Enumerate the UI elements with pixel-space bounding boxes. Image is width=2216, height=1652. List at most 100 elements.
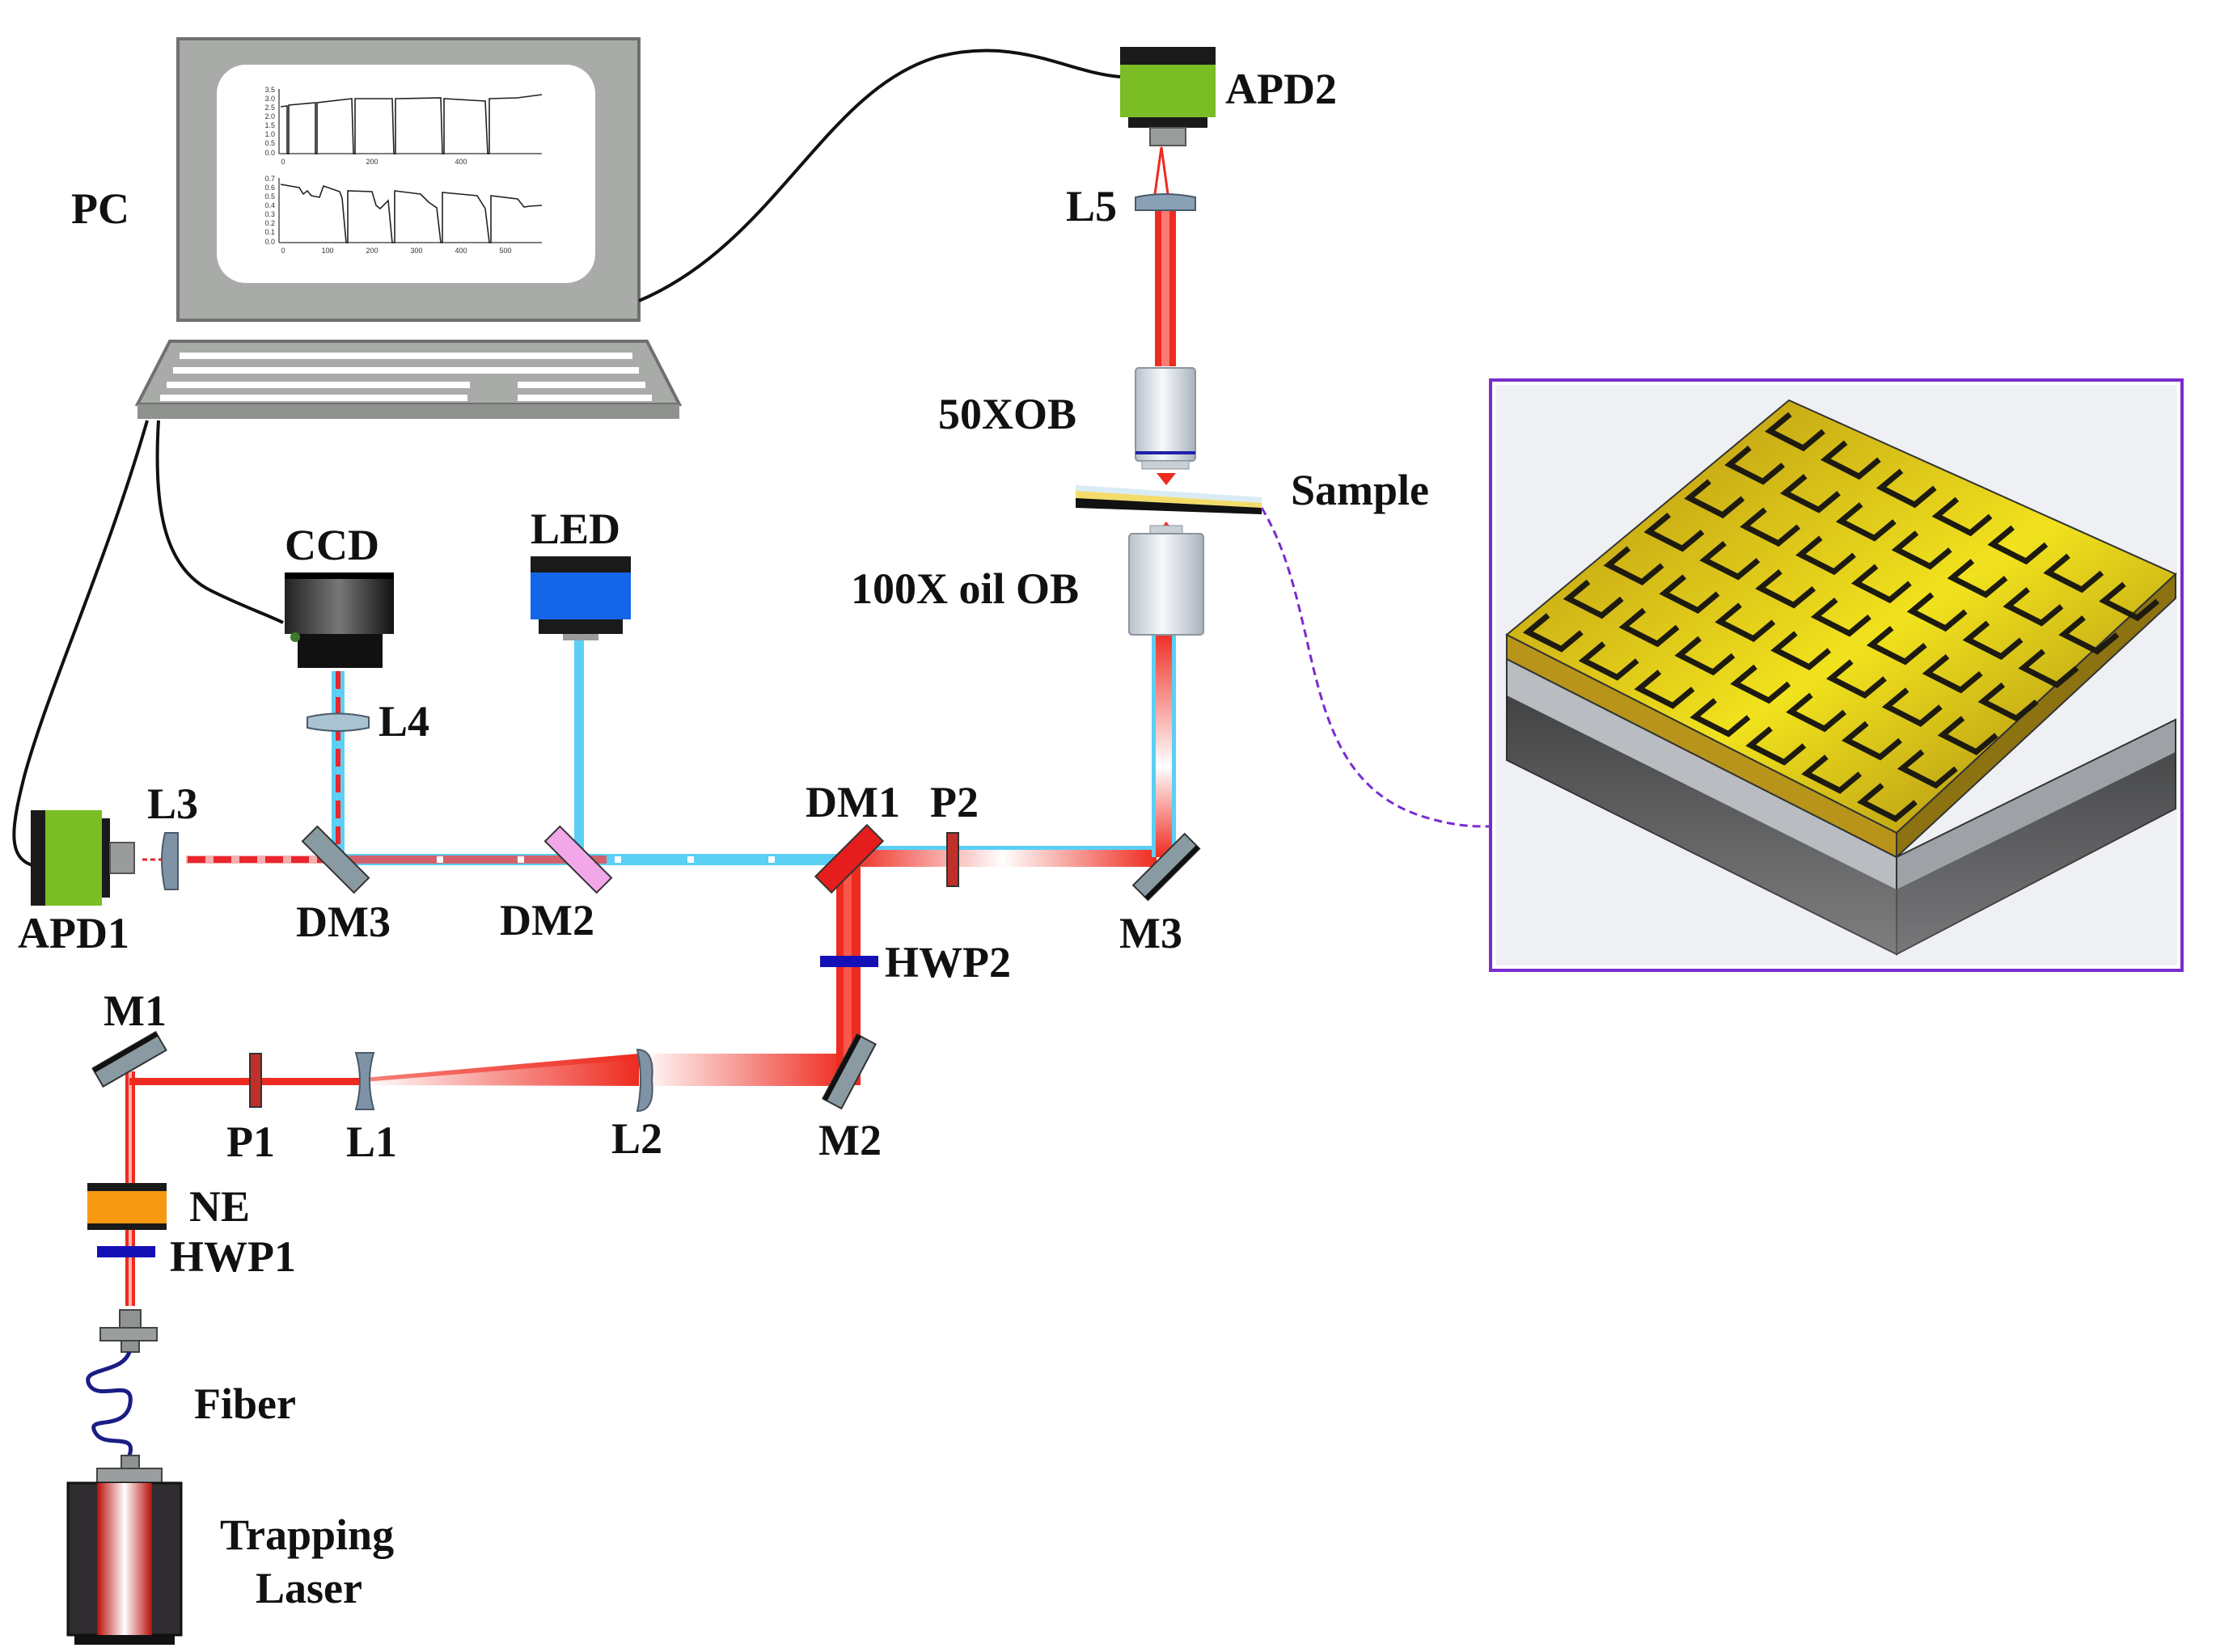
- waveplate-hwp1: [97, 1246, 155, 1257]
- dichroic-dm3: [301, 825, 370, 894]
- split-ring-slot: [1937, 716, 1998, 755]
- label-sample: Sample: [1291, 466, 1429, 514]
- split-ring-slot: [1699, 540, 1761, 581]
- split-ring-slot: [1850, 564, 1912, 604]
- trapping-laser: [66, 1481, 183, 1645]
- top-ytick-0: 3.5: [264, 86, 275, 94]
- ccd-camera: [285, 572, 394, 668]
- apd2-detector: [1120, 47, 1216, 146]
- lens-l2: [636, 1048, 653, 1113]
- split-ring-slot: [1578, 641, 1639, 681]
- split-ring-slot: [1842, 720, 1902, 761]
- split-ring-slot: [1684, 479, 1745, 519]
- pc-screen: [217, 65, 595, 283]
- split-ring-slot: [1922, 653, 1983, 694]
- beam-m1-to-l1: [129, 1078, 364, 1085]
- mirror-m1: [91, 1030, 167, 1088]
- split-ring-slot: [2018, 649, 2079, 689]
- split-ring-slot: [1826, 659, 1887, 699]
- polarizer-p1: [249, 1053, 262, 1108]
- split-ring-slot: [2043, 553, 2104, 594]
- split-ring-slot: [1689, 698, 1751, 737]
- bottom-ytick-5: 0.2: [264, 219, 275, 227]
- label-fiber: Fiber: [194, 1379, 296, 1428]
- objective-50x: [1135, 367, 1196, 470]
- dichroic-dm1: [814, 823, 885, 894]
- split-ring-slot: [1962, 620, 2024, 661]
- objective-100x-oil: [1128, 525, 1204, 636]
- bottom-ytick-1: 0.6: [264, 184, 275, 192]
- bottom-ytick-4: 0.3: [264, 210, 275, 218]
- beam-paths: [125, 146, 1176, 1306]
- split-ring-slot: [1835, 502, 1897, 542]
- split-ring-slot: [1755, 568, 1816, 609]
- label-apd2: APD2: [1225, 65, 1337, 113]
- split-ring-slot: [1745, 726, 1807, 766]
- slot-pattern: [1522, 412, 2159, 822]
- split-ring-slot: [1820, 440, 1881, 480]
- label-laser: Laser: [256, 1564, 362, 1612]
- split-ring-slot: [2002, 587, 2064, 627]
- split-ring-slot: [1563, 579, 1624, 619]
- split-ring-slot: [1765, 412, 1825, 452]
- label-m2: M2: [818, 1116, 882, 1164]
- bottom-ytick-7: 0.0: [264, 238, 275, 246]
- split-ring-slot: [1780, 474, 1841, 513]
- fiber-assembly: [86, 1309, 163, 1484]
- screen-plot-top: 3.5 3.0 2.5 2.0 1.5 1.0 0.5 0.0 0 200 40…: [264, 86, 543, 166]
- label-led: LED: [531, 505, 620, 553]
- beam-m3-to-objective: [1155, 631, 1173, 857]
- split-ring-slot: [1618, 607, 1680, 648]
- mirror-m3: [1131, 832, 1201, 902]
- split-ring-slot: [1977, 682, 2039, 722]
- split-ring-slot: [1891, 530, 1952, 570]
- led-source: [531, 556, 631, 640]
- waveplate-hwp2: [820, 956, 878, 967]
- label-m3: M3: [1119, 909, 1182, 957]
- lens-l1: [354, 1052, 375, 1110]
- split-ring-slot: [1881, 687, 1943, 727]
- split-ring-slot: [1801, 754, 1862, 794]
- top-xtick-0: 0: [281, 158, 285, 166]
- split-ring-slot: [1659, 574, 1720, 614]
- split-ring-slot: [1857, 783, 1918, 822]
- split-ring-slot: [1603, 546, 1664, 585]
- pc-computer: 3.5 3.0 2.5 2.0 1.5 1.0 0.5 0.0 0 200 40…: [134, 37, 683, 419]
- label-trapping: Trapping: [220, 1510, 394, 1559]
- split-ring-slot: [1811, 597, 1871, 637]
- top-ytick-2: 2.5: [264, 104, 275, 112]
- label-p1: P1: [226, 1118, 275, 1166]
- split-ring-slot: [1906, 592, 1968, 632]
- top-ytick-6: 0.5: [264, 139, 275, 147]
- split-ring-slot: [1987, 525, 2049, 565]
- bottom-xtick-3: 300: [410, 247, 422, 255]
- split-ring-slot: [1724, 446, 1785, 485]
- neutral-density-filter-ne: [87, 1183, 167, 1230]
- cable-pc-to-apd2: [638, 49, 1121, 302]
- label-l5: L5: [1066, 182, 1117, 230]
- top-ytick-7: 0.0: [264, 149, 275, 157]
- label-l2: L2: [611, 1114, 662, 1163]
- top-xtick-1: 200: [366, 158, 378, 166]
- top-ytick-3: 2.0: [264, 112, 275, 120]
- split-ring-slot: [2099, 581, 2159, 622]
- split-ring-slot: [1740, 507, 1800, 547]
- bottom-ytick-0: 0.7: [264, 175, 275, 183]
- optical-fiber: [86, 1350, 133, 1456]
- cable-pc-to-ccd: [155, 420, 284, 624]
- bottom-xtick-5: 500: [499, 247, 511, 255]
- lens-l3: [161, 832, 179, 890]
- label-l3: L3: [147, 780, 198, 828]
- beam-dm1-to-m3: [849, 849, 1157, 867]
- label-pc: PC: [71, 184, 129, 233]
- bottom-xtick-0: 0: [281, 247, 285, 255]
- split-ring-slot: [1730, 664, 1791, 704]
- bottom-ytick-2: 0.5: [264, 192, 275, 201]
- screen-plot-bottom: 0.7 0.6 0.5 0.4 0.3 0.2 0.1 0.0 0 100 20…: [264, 175, 543, 255]
- label-apd1: APD1: [18, 909, 129, 957]
- label-hwp2: HWP2: [885, 938, 1011, 987]
- top-xtick-2: 400: [455, 158, 467, 166]
- top-ytick-1: 3.0: [264, 95, 275, 103]
- label-l1: L1: [346, 1118, 397, 1166]
